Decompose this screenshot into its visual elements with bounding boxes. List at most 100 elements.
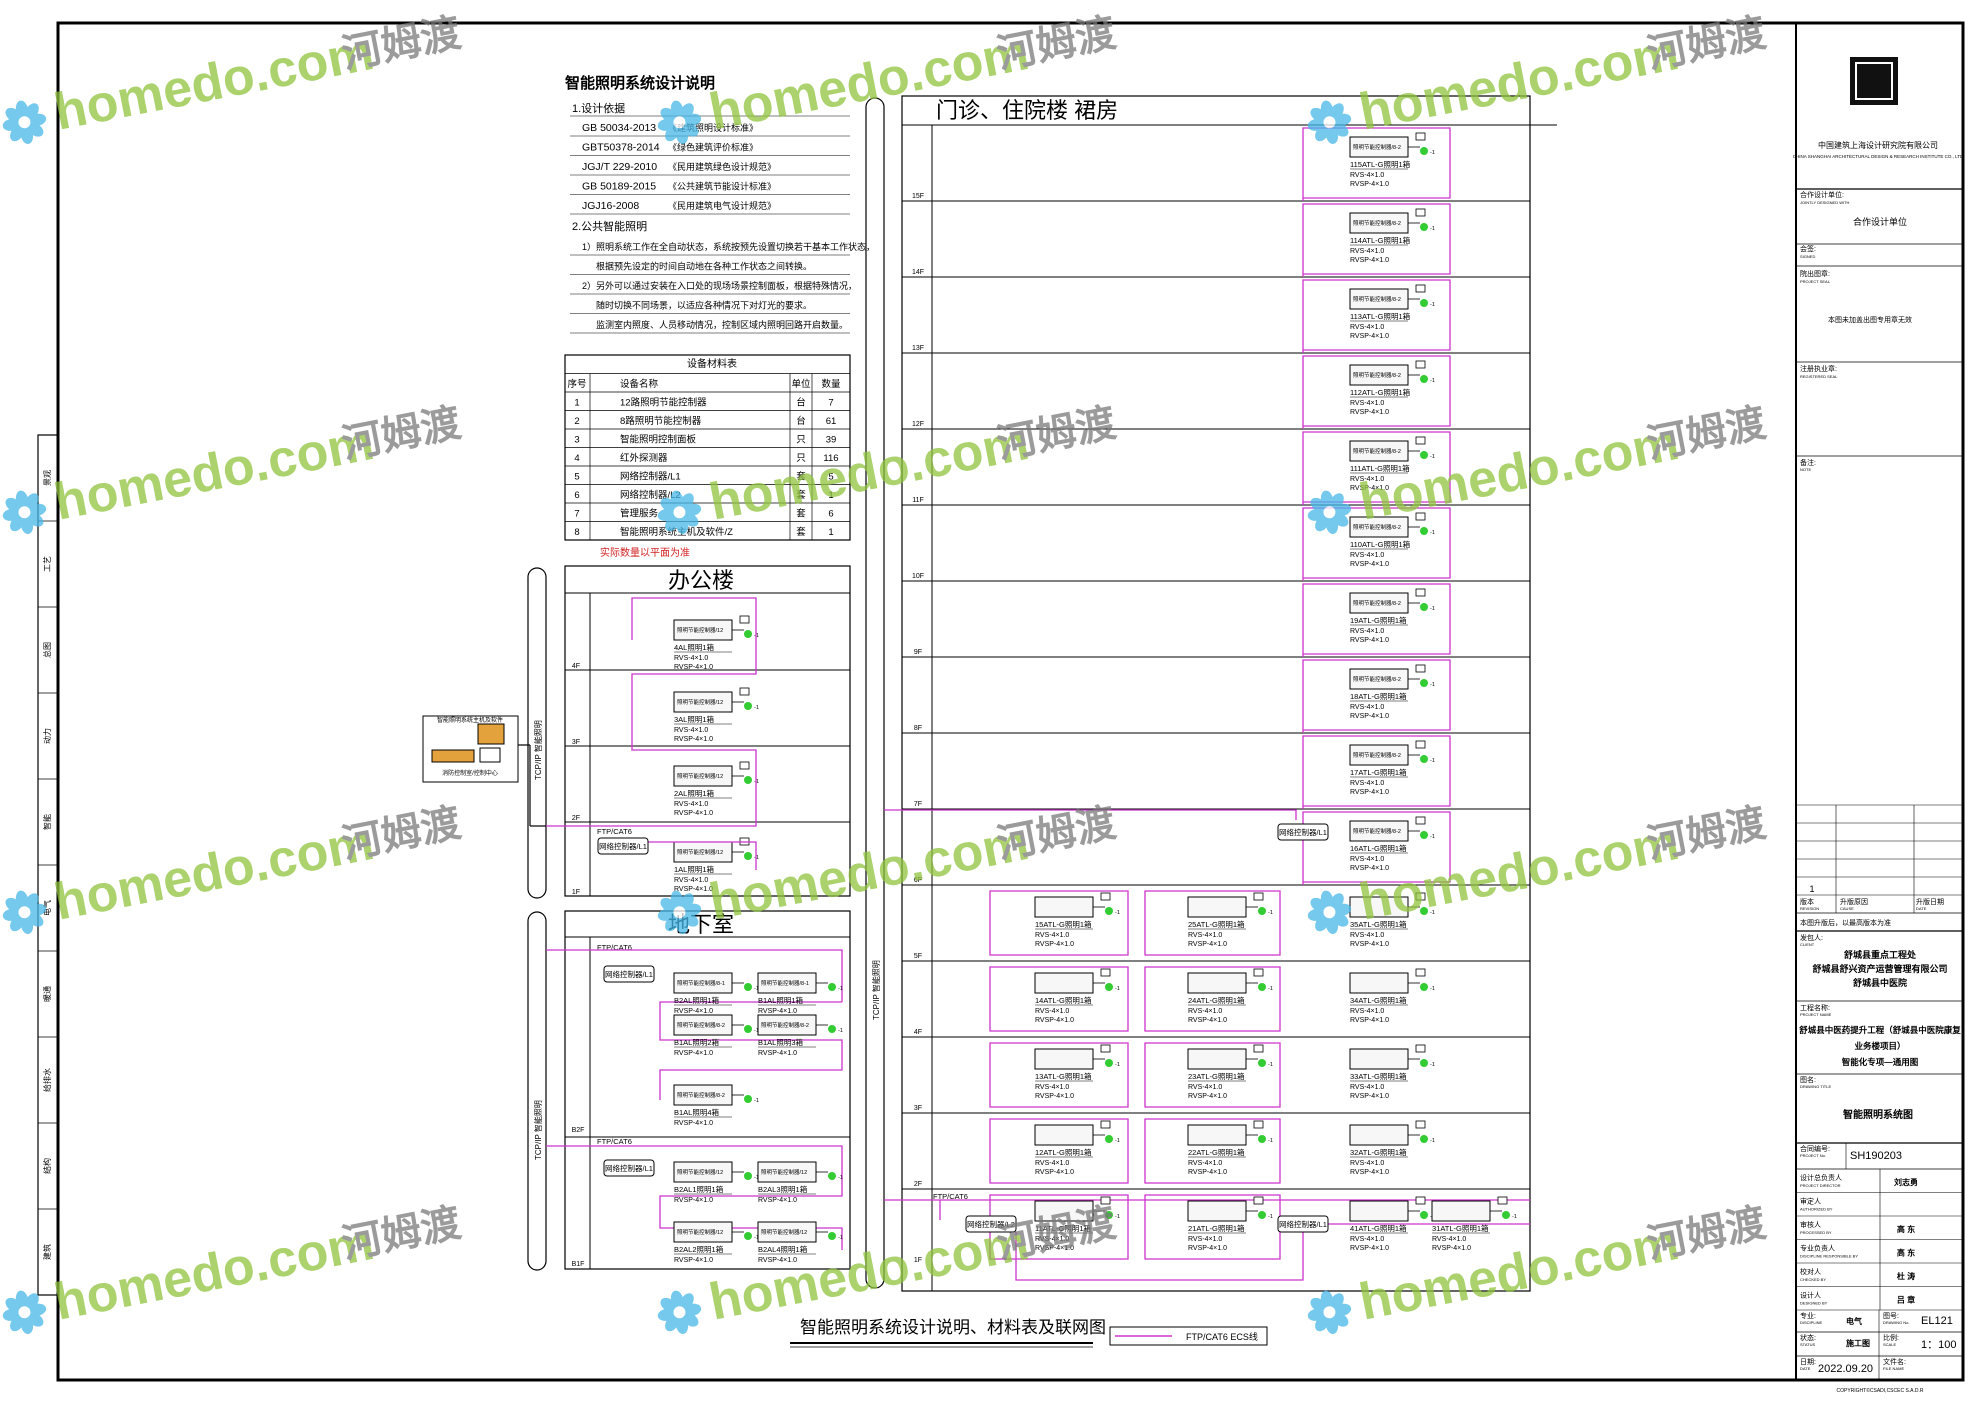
- cable-spec: RVSP-4×1.0: [1350, 561, 1389, 568]
- cable-spec: RVS-4×1.0: [1035, 1008, 1069, 1015]
- detector-count: -1: [1268, 1138, 1273, 1144]
- project-name: 舒城县中医药提升工程（舒城县中医院康复: [1798, 1025, 1961, 1035]
- controller-module-label: 照明节能控制器/8-2: [1353, 295, 1401, 303]
- detector-icon: [828, 1025, 836, 1033]
- standard-name: 《绿色建筑评价标准》: [668, 142, 758, 153]
- detector-count: -1: [1115, 1138, 1120, 1144]
- company-logo-mark: [1855, 62, 1893, 100]
- ftp-link: [1302, 279, 1451, 353]
- role-label: 设计人: [1800, 1291, 1821, 1300]
- margin-label: 工艺: [43, 556, 52, 572]
- watermark-flower-center: [18, 506, 31, 519]
- client-name: 舒城县重点工程处: [1844, 949, 1917, 960]
- cable-spec: RVSP-4×1.0: [674, 1008, 713, 1015]
- network-controller-box: [1277, 1215, 1329, 1233]
- watermark-text-cn: 河姆渡: [338, 1201, 464, 1267]
- table-cell: 39: [826, 435, 837, 446]
- note-label: 备注:: [1800, 458, 1816, 467]
- table-cell: 4: [574, 453, 579, 464]
- project-name: 智能化专项—通用图: [1841, 1057, 1919, 1067]
- watermark-flower-center: [1323, 116, 1336, 129]
- cable-spec: RVSP-4×1.0: [1035, 941, 1074, 948]
- controller-module-label: 照明节能控制器/8-2: [1353, 447, 1401, 455]
- detector-count: -1: [1115, 1062, 1120, 1068]
- bus-pipes: TCP/IP 智能照明 TCP/IP 智能照明 TCP/IP 智能照明: [527, 97, 885, 1289]
- watermark-text: homedo.com: [50, 813, 379, 932]
- cable-spec: RVS-4×1.0: [1350, 932, 1384, 939]
- box-name: 12ATL-G照明1箱: [1035, 1147, 1092, 1157]
- detector-count: -1: [754, 986, 759, 992]
- detector-count: -1: [1430, 1062, 1435, 1068]
- detector-count: -1: [1115, 1214, 1120, 1220]
- detector-icon: [744, 702, 752, 710]
- cable-spec: RVSP-4×1.0: [674, 736, 713, 743]
- cable-spec: RVS-4×1.0: [1035, 1236, 1069, 1243]
- controller-module: [1349, 1124, 1409, 1146]
- detector-icon: [1420, 831, 1428, 839]
- detector-count: -1: [1430, 834, 1435, 840]
- scale-value: 1：100: [1921, 1339, 1956, 1351]
- controller-module: [1349, 1200, 1409, 1222]
- margin-label: 动力: [42, 728, 52, 744]
- cable-spec: RVS-4×1.0: [1350, 780, 1384, 787]
- table-cell: 7: [574, 509, 579, 520]
- cable-spec: RVS-4×1.0: [1350, 248, 1384, 255]
- watermark-flower-center: [673, 506, 686, 519]
- ftp-link: [1302, 583, 1451, 657]
- controller-module-label: 照明节能控制器/8-2: [677, 1021, 725, 1029]
- watermark-petal: [679, 103, 694, 120]
- watermark-petal: [1329, 493, 1344, 510]
- sensor-icon: [1415, 664, 1426, 673]
- table-cell: 红外探测器: [620, 452, 668, 464]
- box-name: 4AL照明1箱: [674, 642, 715, 652]
- table-header: 设备名称: [620, 378, 659, 390]
- watermark-petal: [679, 893, 694, 910]
- sensor-icon: [1415, 208, 1426, 217]
- box-name: 13ATL-G照明1箱: [1035, 1071, 1092, 1081]
- cable-spec: RVS-4×1.0: [1350, 1236, 1384, 1243]
- floor-label: B1F: [572, 1261, 585, 1268]
- drawing-no: EL121: [1921, 1315, 1953, 1327]
- standard-code: JGJ16-2008: [582, 200, 639, 212]
- cable-spec: RVSP-4×1.0: [674, 664, 713, 671]
- controller-module: [1187, 1048, 1247, 1070]
- controller-module-label: 照明节能控制器/8-2: [1353, 599, 1401, 607]
- office-building: 办公楼 4F3F2F1F照明节能控制器/12-14AL照明1箱RVS-4×1.0…: [546, 565, 851, 897]
- sensor-icon: [739, 761, 750, 770]
- client-name: 舒城县舒兴资产运营管理有限公司: [1812, 963, 1947, 974]
- ftp-link: [1302, 355, 1451, 429]
- sensor-icon: [1100, 968, 1111, 977]
- detector-icon: [1420, 527, 1428, 535]
- detector-icon: [1258, 1135, 1266, 1143]
- controller-module: [1187, 1200, 1247, 1222]
- detector-icon: [1420, 1135, 1428, 1143]
- legend-box: [1109, 1326, 1268, 1346]
- cable-spec: RVS-4×1.0: [1188, 932, 1222, 939]
- detector-icon: [1105, 1059, 1113, 1067]
- table-cell: 套: [796, 471, 806, 483]
- sensor-icon: [1415, 588, 1426, 597]
- revision-header-en: DATE: [1916, 906, 1927, 911]
- seal-label-en: PROJECT SEAL: [1800, 279, 1831, 284]
- revision-note: 本图升版后，以最高版本为准: [1800, 918, 1891, 927]
- office-wiring: [546, 597, 757, 870]
- sensor-icon: [1253, 1044, 1264, 1053]
- detector-count: -1: [1430, 378, 1435, 384]
- controller-module-label: 照明节能控制器/12: [677, 698, 723, 706]
- cable-spec: RVSP-4×1.0: [1350, 333, 1389, 340]
- floor-label: 10F: [912, 573, 924, 580]
- coop-label-en: JOINTLY DESIGNED WITH: [1800, 200, 1850, 205]
- watermark-text: homedo.com: [705, 813, 1034, 932]
- cable-spec: RVSP-4×1.0: [758, 1257, 797, 1264]
- table-cell: 7: [828, 398, 833, 409]
- box-name: 21ATL-G照明1箱: [1188, 1223, 1245, 1233]
- detector-icon: [1105, 1135, 1113, 1143]
- detector-icon: [1420, 223, 1428, 231]
